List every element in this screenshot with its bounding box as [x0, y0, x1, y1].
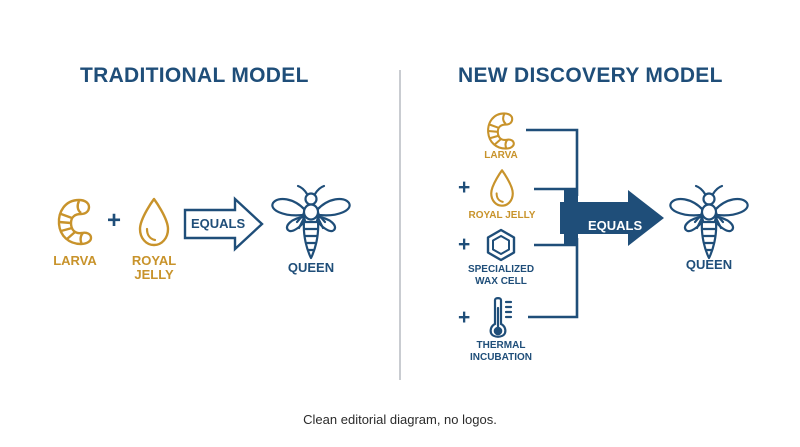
discovery-equals-label: EQUALS — [588, 218, 643, 233]
equals-label: EQUALS — [191, 216, 246, 231]
caption: Clean editorial diagram, no logos. — [303, 412, 497, 427]
plus-sign: + — [458, 233, 471, 256]
droplet-icon — [490, 169, 514, 207]
thermometer-icon — [489, 297, 513, 338]
royal-jelly-droplet-icon — [138, 197, 170, 247]
hexagon-icon — [486, 228, 516, 262]
plus-sign: + — [107, 207, 122, 234]
discovery-input-label: SPECIALIZED — [467, 264, 535, 275]
discovery-model-heading: NEW DISCOVERY MODEL — [458, 64, 723, 87]
discovery-input-label-line2: WAX CELL — [475, 276, 527, 287]
larva-icon — [57, 198, 93, 246]
queen-bee-icon — [669, 184, 749, 260]
plus-sign: + — [458, 176, 471, 199]
discovery-input-label: THERMAL — [476, 340, 526, 351]
discovery-equals-arrow — [560, 190, 664, 246]
queen-label: QUEEN — [287, 260, 335, 275]
discovery-input-label-line2: INCUBATION — [469, 352, 533, 363]
equals-arrow — [183, 196, 264, 252]
larva-label: LARVA — [53, 253, 97, 268]
discovery-queen-label: QUEEN — [685, 257, 733, 272]
queen-bee-icon — [271, 184, 351, 260]
traditional-model-heading: TRADITIONAL MODEL — [80, 64, 309, 87]
discovery-input-label: LARVA — [484, 150, 518, 161]
plus-sign: + — [458, 306, 471, 329]
larva-icon — [487, 112, 515, 150]
section-divider — [399, 70, 401, 380]
royal-jelly-label-line2: JELLY — [134, 267, 174, 282]
royal-jelly-label-line1: ROYAL — [131, 253, 177, 268]
discovery-input-label: ROYAL JELLY — [468, 210, 536, 221]
